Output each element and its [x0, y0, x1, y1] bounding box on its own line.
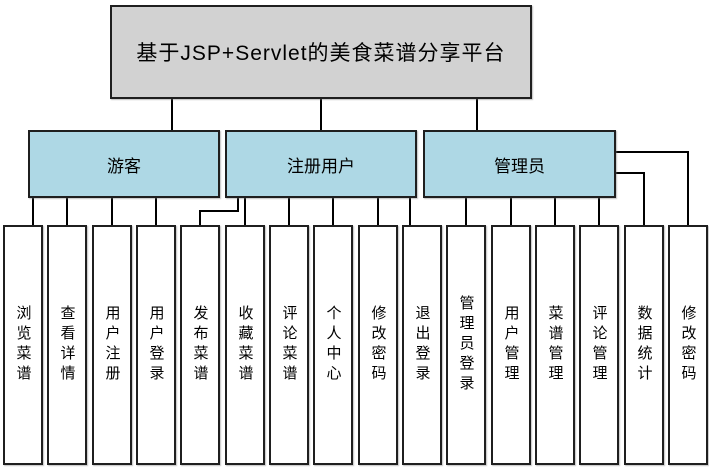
group-registered-user: 注册用户 — [225, 130, 417, 198]
leaf-comment-recipe-label: 评论菜谱 — [280, 305, 298, 385]
leaf-browse-recipes-label: 浏览菜谱 — [14, 305, 32, 385]
leaf-personal-center: 个人中心 — [313, 225, 353, 465]
leaf-admin-change-password: 修改密码 — [668, 225, 708, 465]
leaf-logout-label: 退出登录 — [413, 305, 431, 385]
leaf-recipe-management: 菜谱管理 — [535, 225, 575, 465]
leaf-admin-login-label: 管理员登录 — [457, 295, 475, 395]
leaf-publish-recipe-label: 发布菜谱 — [191, 305, 209, 385]
leaf-user-management-label: 用户管理 — [502, 305, 520, 385]
root-node: 基于JSP+Servlet的美食菜谱分享平台 — [110, 5, 532, 99]
group-visitor-label: 游客 — [107, 156, 141, 176]
leaf-recipe-management-label: 菜谱管理 — [546, 305, 564, 385]
leaf-data-statistics-label: 数据统计 — [635, 305, 653, 385]
leaf-admin-change-password-label: 修改密码 — [679, 305, 697, 385]
leaf-user-register: 用户注册 — [92, 225, 132, 465]
leaf-view-details: 查看详情 — [47, 225, 87, 465]
connector-admin-change-password — [615, 151, 689, 226]
group-visitor: 游客 — [28, 130, 220, 198]
leaf-data-statistics: 数据统计 — [624, 225, 664, 465]
leaf-comment-management-label: 评论管理 — [590, 305, 608, 385]
root-label: 基于JSP+Servlet的美食菜谱分享平台 — [136, 42, 506, 65]
leaf-logout: 退出登录 — [402, 225, 442, 465]
leaf-comment-recipe: 评论菜谱 — [269, 225, 309, 465]
leaf-view-details-label: 查看详情 — [58, 305, 76, 385]
leaf-user-management: 用户管理 — [491, 225, 531, 465]
leaf-favorite-recipe: 收藏菜谱 — [225, 225, 265, 465]
leaf-personal-center-label: 个人中心 — [324, 305, 342, 385]
leaf-browse-recipes: 浏览菜谱 — [3, 225, 43, 465]
leaf-user-register-label: 用户注册 — [103, 305, 121, 385]
leaf-favorite-recipe-label: 收藏菜谱 — [236, 305, 254, 385]
leaf-publish-recipe: 发布菜谱 — [180, 225, 220, 465]
leaf-change-password-label: 修改密码 — [369, 305, 387, 385]
group-admin: 管理员 — [423, 130, 616, 198]
group-admin-label: 管理员 — [494, 156, 545, 176]
connector-publish-recipe — [199, 197, 239, 226]
leaf-comment-management: 评论管理 — [579, 225, 619, 465]
leaf-user-login: 用户登录 — [136, 225, 176, 465]
group-registered-user-label: 注册用户 — [287, 156, 355, 176]
leaf-user-login-label: 用户登录 — [147, 305, 165, 385]
leaf-change-password: 修改密码 — [358, 225, 398, 465]
leaf-admin-login: 管理员登录 — [446, 225, 486, 465]
connector-data-statistics — [615, 172, 645, 226]
